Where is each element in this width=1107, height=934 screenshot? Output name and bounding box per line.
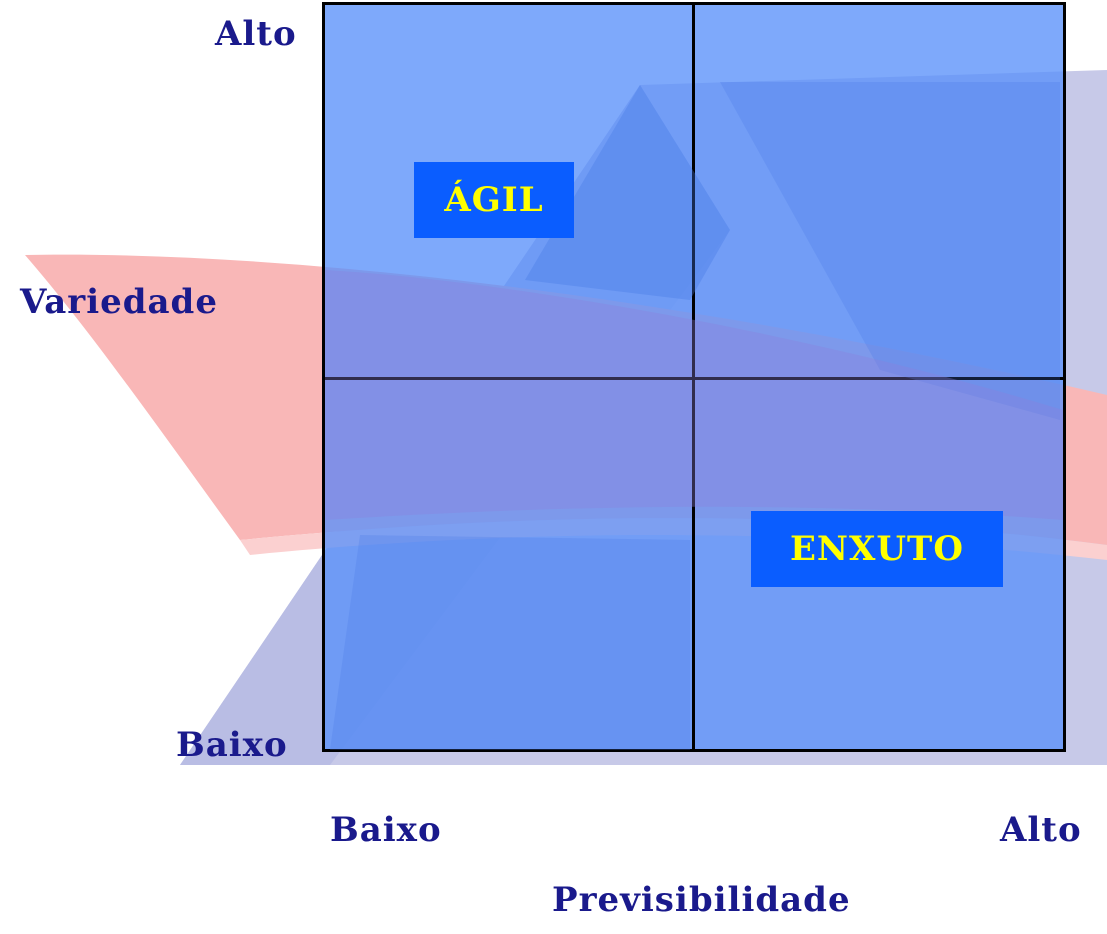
quadrant-bottom-left	[322, 377, 695, 752]
quadrant-tag-enxuto: ENXUTO	[751, 511, 1003, 587]
y-axis-low-label: Baixo	[176, 725, 288, 765]
quadrant-tag-agil: ÁGIL	[414, 162, 574, 238]
x-axis-low-label: Baixo	[330, 810, 442, 850]
x-axis-title: Previsibilidade	[552, 880, 851, 920]
x-axis-high-label: Alto	[1000, 810, 1082, 850]
y-axis-high-label: Alto	[215, 14, 297, 54]
y-axis-title: Variedade	[20, 282, 218, 322]
quadrant-top-right	[692, 2, 1066, 380]
